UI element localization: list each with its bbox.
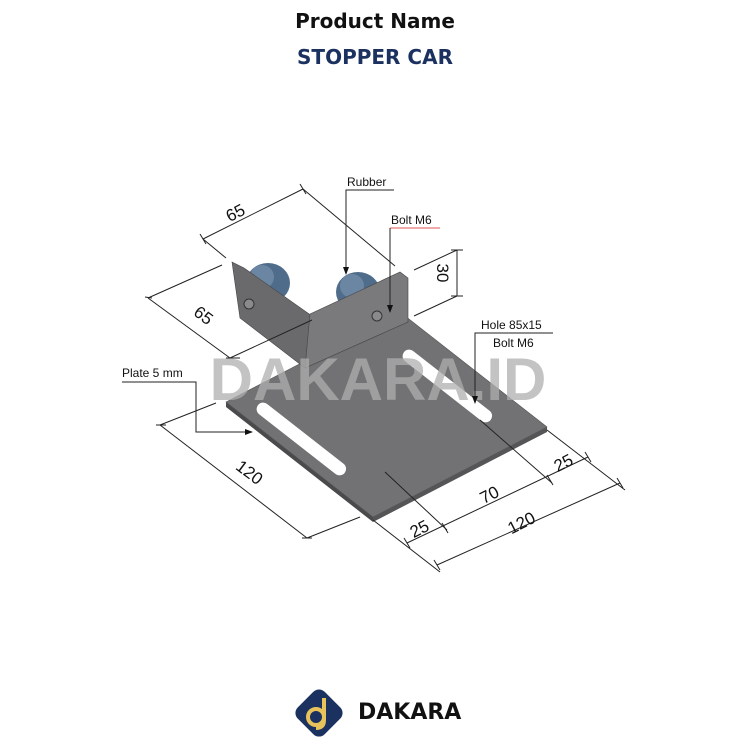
label-rubber: Rubber bbox=[347, 175, 386, 189]
brand-logo bbox=[295, 689, 343, 737]
watermark: DAKARA.ID bbox=[210, 346, 547, 413]
dim-plate-width: 120 bbox=[505, 508, 539, 538]
dim-flange-width: 65 bbox=[223, 200, 248, 226]
dim-flange-depth: 65 bbox=[190, 302, 217, 329]
label-plate: Plate 5 mm bbox=[122, 366, 183, 380]
leader-lines bbox=[122, 189, 553, 435]
l-bracket bbox=[231, 261, 409, 369]
dim-slot-spacing: 70 bbox=[477, 482, 502, 508]
slot-hole-right bbox=[402, 349, 493, 423]
dim-flange-height: 30 bbox=[433, 264, 452, 283]
label-hole: Hole 85x15 bbox=[481, 318, 542, 332]
product-name: STOPPER CAR bbox=[297, 45, 453, 69]
header-title: Product Name bbox=[295, 9, 455, 33]
label-bolt-hole: Bolt M6 bbox=[493, 336, 534, 350]
dimension-lines bbox=[144, 183, 626, 573]
dim-edge-left: 25 bbox=[407, 516, 432, 542]
brand-name: DAKARA bbox=[358, 700, 462, 725]
callout-labels: Rubber Bolt M6 Hole 85x15 Bolt M6 Plate … bbox=[122, 175, 542, 380]
dim-edge-right: 25 bbox=[551, 450, 576, 476]
label-bolt-top: Bolt M6 bbox=[391, 213, 432, 227]
slot-hole-left bbox=[256, 402, 347, 476]
bolt-icon bbox=[243, 298, 255, 310]
bolt-icon bbox=[371, 310, 383, 322]
